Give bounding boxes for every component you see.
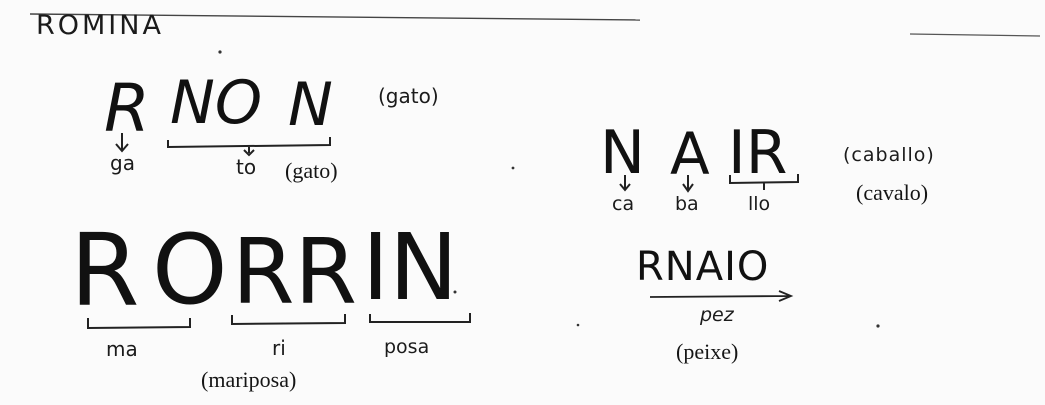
caballo-syllable-ca: ca [612,193,635,215]
gato-translation: (gato) [285,158,338,183]
gato-letters-1: R [104,70,150,147]
arrow-ca [619,175,631,192]
mariposa-syllable-ri: ri [272,336,286,360]
mariposa-letters-3: RR [232,220,358,325]
caballo-translation: (cavalo) [856,180,929,205]
gato-syllable-ga: ga [110,151,135,175]
bracket-to [167,137,331,157]
mariposa-letters-4: IN [362,214,458,321]
pez-syllable: pez [700,304,734,326]
arrow-ga [115,133,129,153]
bracket-posa [369,313,471,323]
caballo-letters-2: A [670,120,710,188]
gato-spanish-gloss: (gato) [378,84,439,108]
pez-translation: (peixe) [676,339,739,364]
mariposa-syllable-ma: ma [106,337,138,361]
bracket-llo [729,174,799,190]
caballo-syllable-ba: ba [675,193,699,215]
caballo-syllable-llo: llo [748,193,771,215]
arrow-ba [682,175,694,193]
caballo-letters-3: IR [728,118,788,188]
mariposa-translation: (mariposa) [201,367,297,392]
gato-letters-2: NO [170,68,263,138]
mariposa-letters-1: R [70,212,140,329]
pez-letters: RNAIO [636,244,770,290]
header-rule-right [909,33,1041,37]
arrow-pez [649,290,794,302]
mariposa-letters-2: O [152,214,228,326]
student-name: ROMINA [36,10,164,41]
caballo-letters-1: N [600,118,645,188]
bracket-ri [231,314,346,326]
gato-syllable-to: to [236,155,257,179]
header-rule [29,13,641,21]
gato-letters-3: N [288,70,333,140]
caballo-spanish-gloss: (caballo) [843,144,935,166]
bracket-ma [87,318,191,330]
mariposa-syllable-posa: posa [384,336,430,358]
